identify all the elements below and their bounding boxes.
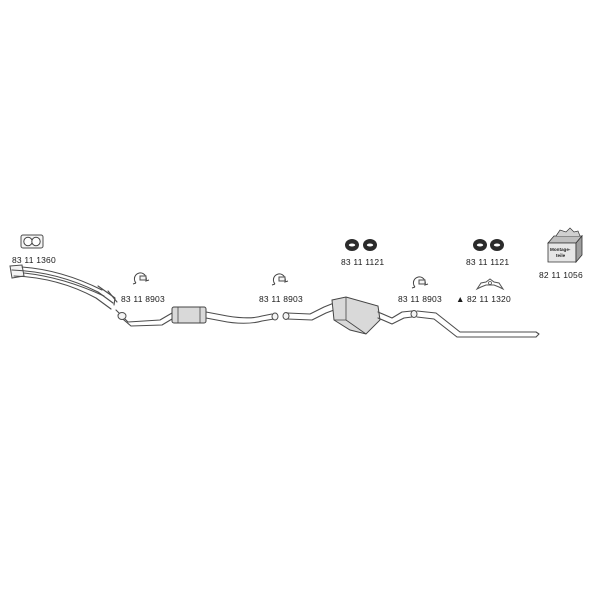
clamp-icon (411, 276, 429, 289)
clamp-icon (271, 273, 289, 286)
rear-pipe-with-rear-muffler (282, 296, 540, 338)
middle-pipe-with-center-muffler (115, 306, 279, 327)
front-pipe (9, 264, 118, 310)
rubber-hanger-icon (473, 239, 504, 251)
part-number-clamp-3: 83 11 8903 (398, 294, 442, 304)
triangle-marker: ▲ (456, 294, 465, 304)
part-number-hanger-pair-2: 83 11 1121 (466, 257, 509, 267)
part-number-clamp-1: 83 11 8903 (121, 294, 165, 304)
mounting-kit-box-text-line-2: teile (556, 253, 566, 258)
clamp-icon (132, 272, 150, 285)
gasket-icon (20, 234, 44, 249)
mounting-kit-box-icon: Montage- teile (547, 227, 583, 264)
part-number-mounting-kit: 82 11 1056 (539, 270, 583, 280)
mounting-kit-box-text-line-1: Montage- (550, 247, 571, 252)
part-number-clamp-2: 83 11 8903 (259, 294, 303, 304)
rubber-hanger-icon (345, 239, 377, 251)
bracket-icon (475, 278, 505, 291)
part-number-hanger-pair-1: 83 11 1121 (341, 257, 384, 267)
part-number-bracket: 82 11 1320 (467, 294, 511, 304)
part-number-gasket: 83 11 1360 (12, 255, 56, 265)
